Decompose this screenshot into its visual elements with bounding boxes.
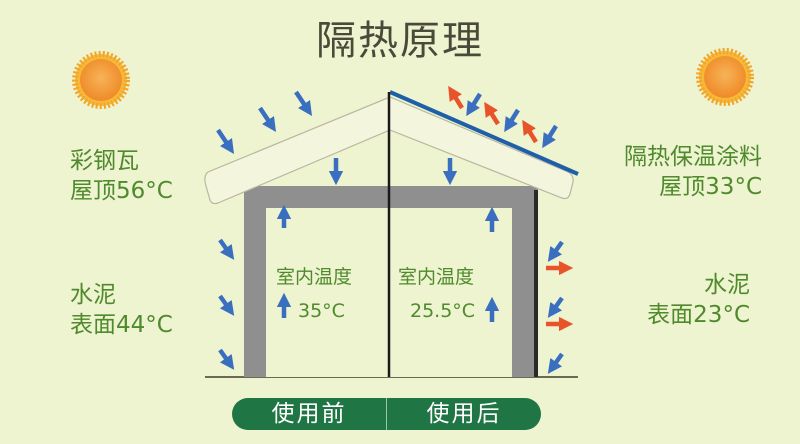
comparison-toggle: 使用前 使用后: [232, 398, 541, 430]
heat-arrows-right-roof-in: [466, 92, 558, 149]
heat-arrows-right-wall-in: [547, 240, 564, 374]
right-wall-temp: 表面23°C: [647, 302, 750, 328]
left-room-title: 室内温度: [276, 266, 353, 288]
page-title: 隔热原理: [316, 18, 484, 64]
right-roof-label: 隔热保温涂料 屋顶33°C: [624, 142, 762, 202]
right-wall-label: 水泥 表面23°C: [647, 270, 750, 330]
left-wall-temp: 表面44°C: [70, 312, 173, 338]
left-roof-material: 彩钢瓦: [70, 148, 139, 174]
sun-icon-right: [696, 48, 754, 106]
right-wall-material: 水泥: [704, 272, 750, 298]
coating-line: [389, 90, 579, 176]
heat-arrows-right-wall-out: [546, 260, 574, 332]
left-wall-material: 水泥: [70, 282, 116, 308]
heat-arrows-left-ceiling: [276, 158, 344, 318]
right-room-title: 室内温度: [398, 266, 475, 288]
heat-arrows-right-roof-out: [448, 85, 538, 144]
sun-icon-left: [72, 51, 130, 109]
right-room-label: 室内温度 25.5°C: [398, 260, 475, 328]
after-use-button[interactable]: 使用后: [386, 398, 541, 430]
left-roof-label: 彩钢瓦 屋顶56°C: [70, 146, 173, 206]
left-room-temp: 35°C: [298, 300, 345, 322]
left-roof-temp: 屋顶56°C: [70, 178, 173, 204]
wall-structure: [244, 186, 538, 377]
right-roof-temp: 屋顶33°C: [659, 174, 762, 200]
left-room-label: 室内温度 35°C: [276, 260, 352, 328]
right-roof-material: 隔热保温涂料: [624, 144, 762, 170]
left-wall-label: 水泥 表面44°C: [70, 280, 173, 340]
heat-arrows-right-ceiling: [442, 158, 500, 322]
right-room-temp: 25.5°C: [410, 300, 476, 322]
heat-arrows-left-roof: [216, 90, 312, 154]
before-use-button[interactable]: 使用前: [271, 401, 347, 427]
heat-arrows-left-wall: [218, 238, 235, 370]
